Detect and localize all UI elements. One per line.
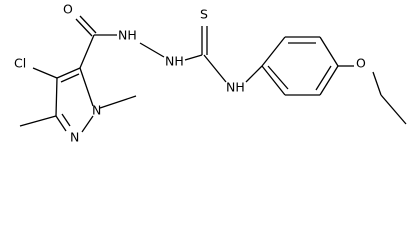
atom-pyrazole-n2: N [70,130,79,145]
atom-anilide-nh: NH [226,80,245,95]
atom-ether-oxygen: O [356,56,366,71]
bond-nh-thiocarbon [184,54,203,61]
bond-pz-n2-n1 [81,115,94,133]
atom-pyrazole-n1: N [92,103,101,118]
bond-ph-3 [319,36,339,67]
bond-pz-c5-c4-inner [60,73,80,83]
bond-c3-methyl [19,115,57,127]
atom-labels: O NH NH S NH Cl N N O [14,2,366,145]
bond-pz-c5-c4 [56,67,81,79]
atom-hydrazide-nh-1: NH [118,28,137,43]
atom-hydrazide-nh-2: NH [165,54,184,69]
bond-thiocarbon-nh [203,54,227,83]
bond-ph-6 [261,65,286,96]
bonds [19,15,407,133]
bond-ph-inner-c [267,65,289,90]
bond-oxygen-ch2 [372,71,382,96]
atom-chlorine: Cl [14,56,26,71]
bond-n1-methyl [99,95,137,109]
bond-ph-inner-b [315,65,332,91]
bond-ph-4 [319,65,339,96]
bond-n-n [139,42,165,58]
bond-carbonyl-ring [79,34,95,69]
atom-thione-sulfur: S [200,7,208,22]
bond-pz-c3-n2-inner [61,113,71,127]
bond-c4-cl [32,67,58,79]
bond-pz-c4-c3 [55,77,58,117]
bond-pz-n1-c5 [79,67,94,107]
bond-carbonyl-double-inner [79,15,97,34]
bond-carbonyl-double [75,18,93,37]
atom-carbonyl-oxygen: O [63,2,73,17]
bond-ph-1 [261,36,286,67]
bond-ch2-ch3 [380,94,407,125]
bond-pz-c3-n2 [55,115,67,132]
bond-nh-phenyl [245,65,263,83]
chemical-structure: O NH NH S NH Cl N N O [14,2,407,145]
